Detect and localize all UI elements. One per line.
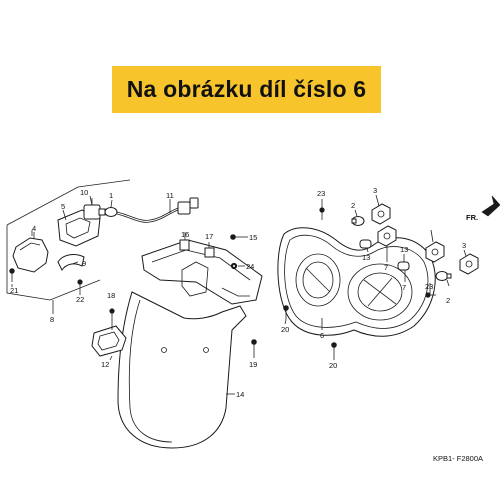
banner-text: Na obrázku díl číslo 6 [126, 76, 367, 102]
label-7-mid: 7 [402, 283, 406, 292]
label-3-right: 3 [462, 241, 466, 250]
label-9: 9 [82, 259, 86, 268]
label-1: 1 [109, 191, 113, 200]
part-3-socket-a[interactable] [371, 203, 391, 225]
part-number-banner: Na obrázku díl číslo 6 [112, 66, 381, 113]
front-direction-arrow: FR. [466, 195, 500, 222]
label-13-right: 13 [400, 245, 408, 254]
leader-lines [11, 194, 467, 395]
part-23-bolt-a[interactable] [319, 207, 325, 220]
label-4: 4 [32, 224, 36, 233]
label-5: 5 [61, 202, 65, 211]
label-23-top: 23 [317, 189, 325, 198]
drawing-code: KPB1- F2800A [433, 454, 483, 463]
part-20-bolt-a[interactable] [283, 305, 289, 321]
label-15: 15 [249, 233, 257, 242]
label-17: 17 [205, 232, 213, 241]
part-1-bulb[interactable] [98, 207, 118, 217]
part-7-socket-a[interactable] [377, 225, 397, 247]
label-20-bottom: 20 [329, 361, 337, 370]
part-18-screw[interactable] [109, 308, 115, 320]
label-16: 16 [181, 230, 189, 239]
part-15-bolt[interactable] [230, 234, 245, 240]
part-22-screw[interactable] [77, 279, 83, 292]
label-3-top: 3 [373, 186, 377, 195]
part-24-nut[interactable] [230, 262, 238, 270]
label-23-right: 23 [425, 282, 433, 291]
part-10-socket[interactable] [83, 198, 101, 220]
label-14: 14 [236, 390, 244, 399]
part-20-bolt-b[interactable] [331, 342, 337, 358]
label-24: 24 [246, 262, 254, 271]
label-8: 8 [50, 315, 54, 324]
fender-bracket[interactable] [141, 239, 263, 305]
part-13-bulb-a[interactable] [359, 239, 372, 249]
part-19-bolt[interactable] [251, 339, 257, 354]
part-3-socket-b[interactable] [459, 253, 479, 275]
part-labels: 4 21 5 10 1 11 9 8 22 18 16 17 15 24 14 … [10, 186, 466, 399]
label-2-right: 2 [446, 296, 450, 305]
part-6-headlight[interactable] [277, 227, 436, 337]
direction-label: FR. [466, 213, 478, 222]
part-17-clip[interactable] [204, 247, 215, 258]
part-7-socket-b[interactable] [425, 241, 445, 263]
label-20-left: 20 [281, 325, 289, 334]
label-19: 19 [249, 360, 257, 369]
part-13-bulb-b[interactable] [397, 261, 410, 271]
label-13-left: 13 [362, 253, 370, 262]
part-16-clip[interactable] [179, 239, 190, 251]
label-18: 18 [107, 291, 115, 300]
part-14-rear-fender[interactable] [117, 291, 247, 449]
part-11-wire-harness[interactable] [116, 197, 199, 223]
label-7-left: 7 [384, 263, 388, 272]
label-10: 10 [80, 188, 88, 197]
part-2-bulb-b[interactable] [435, 271, 452, 281]
label-2-top: 2 [351, 201, 355, 210]
label-11: 11 [166, 191, 174, 200]
part-2-bulb-a[interactable] [351, 216, 365, 226]
taillight-group-frame [6, 179, 131, 301]
part-12-license-light[interactable] [91, 325, 127, 357]
label-6: 6 [320, 331, 324, 340]
part-9-gasket[interactable] [57, 254, 85, 271]
label-22: 22 [76, 295, 84, 304]
label-12: 12 [101, 360, 109, 369]
part-4-cover[interactable] [12, 230, 49, 273]
label-21: 21 [10, 286, 18, 295]
part-21-screw[interactable] [9, 268, 15, 282]
